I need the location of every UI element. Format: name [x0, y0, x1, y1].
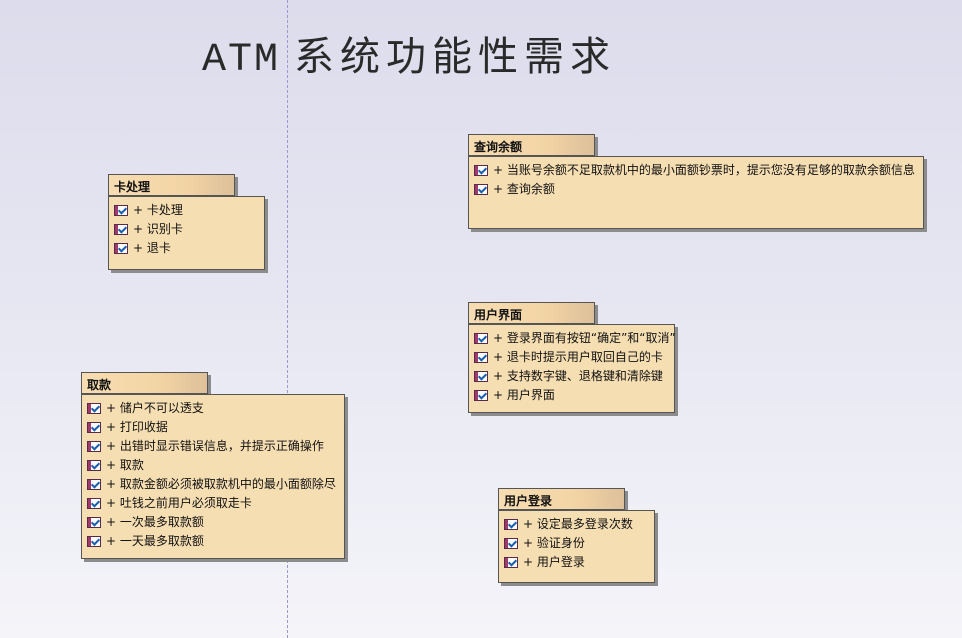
requirement-icon [87, 536, 101, 547]
requirement-item[interactable]: + 退卡 [114, 239, 264, 258]
requirement-text: + 打印收据 [106, 420, 168, 434]
requirement-item[interactable]: + 一次最多取款额 [87, 513, 344, 532]
requirement-text: + 出错时显示错误信息，并提示正确操作 [106, 439, 324, 453]
requirement-text: + 验证身份 [523, 536, 585, 550]
requirement-icon [504, 519, 518, 530]
requirement-text: + 用户界面 [493, 388, 555, 402]
requirement-icon [87, 498, 101, 509]
requirement-text: + 取款金额必须被取款机中的最小面额除尽 [106, 477, 336, 491]
requirement-icon [87, 460, 101, 471]
diagram-title-main: 系统功能性需求 [294, 34, 617, 80]
requirement-text: + 退卡时提示用户取回自己的卡 [493, 350, 663, 364]
requirement-item[interactable]: + 取款金额必须被取款机中的最小面额除尽 [87, 475, 344, 494]
requirement-icon [474, 352, 488, 363]
requirement-icon [87, 441, 101, 452]
requirement-icon [474, 390, 488, 401]
requirement-icon [474, 165, 488, 176]
package-tab: 卡处理 [108, 174, 235, 196]
package-body: + 当账号余额不足取款机中的最小面额钞票时，提示您没有足够的取款余额信息 + 查… [468, 156, 924, 229]
requirement-text: + 一次最多取款额 [106, 515, 204, 529]
requirement-item[interactable]: + 支持数字键、退格键和清除键 [474, 367, 674, 386]
requirement-text: + 一天最多取款额 [106, 534, 204, 548]
requirement-item[interactable]: + 一天最多取款额 [87, 532, 344, 551]
requirement-text: + 用户登录 [523, 555, 585, 569]
package-body: + 登录界面有按钮“确定”和“取消” + 退卡时提示用户取回自己的卡 + 支持数… [468, 324, 676, 413]
requirement-text: + 当账号余额不足取款机中的最小面额钞票时，提示您没有足够的取款余额信息 [493, 163, 915, 177]
requirement-icon [114, 205, 128, 216]
requirement-icon [504, 557, 518, 568]
package-body: + 卡处理 + 识别卡 + 退卡 [108, 196, 265, 270]
requirement-item[interactable]: + 查询余额 [474, 180, 923, 199]
requirement-text: + 吐钱之前用户必须取走卡 [106, 496, 252, 510]
requirement-icon [87, 422, 101, 433]
requirement-item[interactable]: + 用户登录 [504, 553, 654, 572]
requirement-item[interactable]: + 储户不可以透支 [87, 399, 344, 418]
requirement-item[interactable]: + 验证身份 [504, 534, 654, 553]
requirement-text: + 设定最多登录次数 [523, 517, 633, 531]
diagram-title-prefix: ATM [202, 38, 281, 83]
requirement-text: + 识别卡 [133, 222, 183, 236]
requirement-item[interactable]: + 识别卡 [114, 220, 264, 239]
requirement-text: + 支持数字键、退格键和清除键 [493, 369, 663, 383]
requirement-item[interactable]: + 吐钱之前用户必须取走卡 [87, 494, 344, 513]
requirement-icon [114, 224, 128, 235]
requirement-item[interactable]: + 卡处理 [114, 201, 264, 220]
requirement-text: + 卡处理 [133, 203, 183, 217]
requirement-icon [474, 371, 488, 382]
requirement-icon [87, 479, 101, 490]
requirement-text: + 登录界面有按钮“确定”和“取消” [493, 331, 676, 345]
requirement-text: + 取款 [106, 458, 144, 472]
requirement-item[interactable]: + 出错时显示错误信息，并提示正确操作 [87, 437, 344, 456]
requirement-item[interactable]: + 用户界面 [474, 386, 674, 405]
requirement-icon [504, 538, 518, 549]
requirement-icon [474, 184, 488, 195]
requirement-text: + 退卡 [133, 241, 171, 255]
requirement-item[interactable]: + 取款 [87, 456, 344, 475]
package-tab: 查询余额 [468, 134, 595, 156]
diagram-title: ATM 系统功能性需求 [202, 32, 616, 86]
requirement-icon [474, 333, 488, 344]
requirement-icon [114, 243, 128, 254]
requirement-icon [87, 517, 101, 528]
package-tab: 用户界面 [468, 302, 595, 324]
requirement-text: + 储户不可以透支 [106, 401, 204, 415]
requirement-text: + 查询余额 [493, 182, 555, 196]
package-tab: 取款 [81, 372, 208, 394]
requirement-item[interactable]: + 设定最多登录次数 [504, 515, 654, 534]
package-body: + 储户不可以透支 + 打印收据 + 出错时显示错误信息，并提示正确操作 + 取… [81, 394, 345, 559]
requirement-item[interactable]: + 登录界面有按钮“确定”和“取消” [474, 329, 676, 348]
package-body: + 设定最多登录次数 + 验证身份 + 用户登录 [498, 510, 655, 583]
package-tab: 用户登录 [498, 488, 625, 510]
requirement-item[interactable]: + 打印收据 [87, 418, 344, 437]
requirement-item[interactable]: + 当账号余额不足取款机中的最小面额钞票时，提示您没有足够的取款余额信息 [474, 161, 923, 180]
requirement-icon [87, 403, 101, 414]
diagram-divider-line [287, 0, 288, 638]
requirement-item[interactable]: + 退卡时提示用户取回自己的卡 [474, 348, 674, 367]
